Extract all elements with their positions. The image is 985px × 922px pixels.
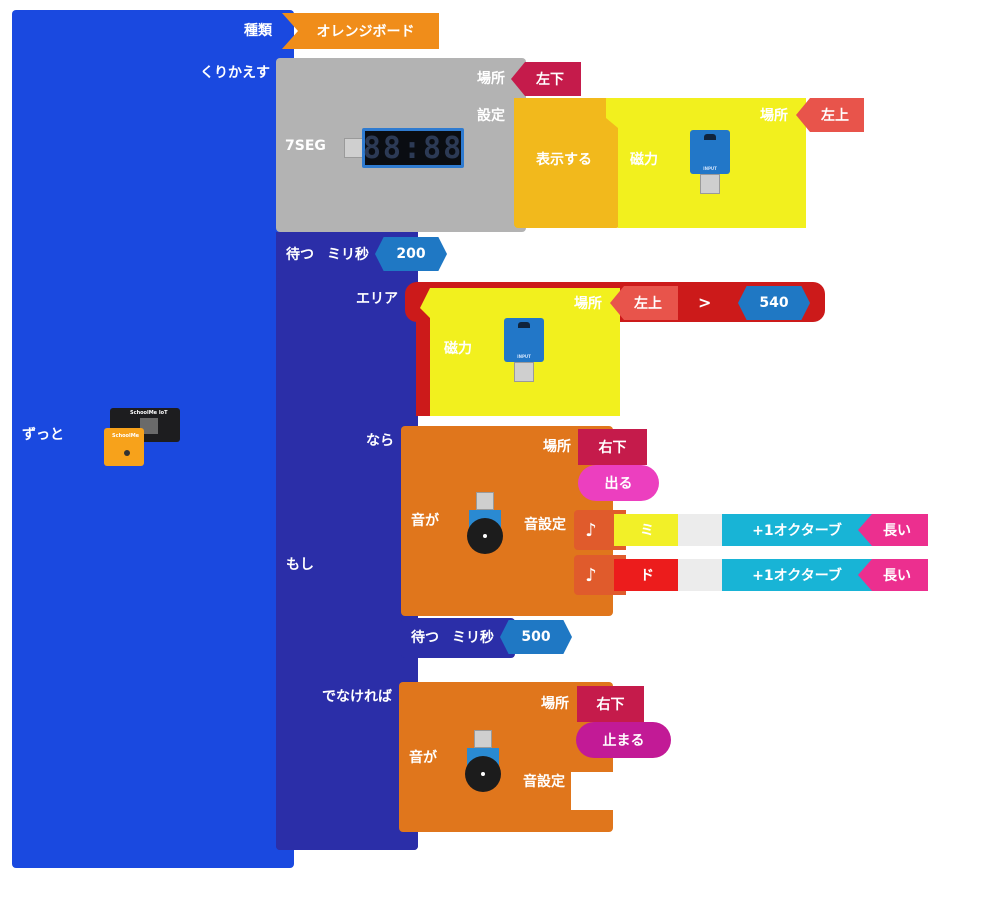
note-pitch-slot — [678, 514, 722, 546]
note-row-2[interactable]: ♪ ド +1オクターブ 長い — [572, 555, 928, 595]
seg-location-label: 場所 — [477, 71, 505, 87]
note-octave[interactable]: +1オクターブ — [722, 559, 872, 591]
note-pitch[interactable]: ミ — [614, 514, 680, 546]
sound-off-action[interactable]: 止まる — [576, 722, 671, 758]
then-label: なら — [366, 433, 394, 449]
magnet-location-value[interactable]: 左上 — [796, 98, 864, 132]
if-location-value[interactable]: 左上 — [610, 286, 678, 320]
sound-off-setting-label: 音設定 — [523, 774, 565, 790]
magnet-location-label: 場所 — [760, 108, 788, 124]
compare-operator[interactable]: > — [698, 293, 712, 312]
note-length[interactable]: 長い — [858, 514, 928, 546]
sound-on-setting-label: 音設定 — [524, 517, 566, 533]
board-image: SchoolMe IoT SchoolMe — [104, 408, 180, 466]
board-orange: SchoolMe — [104, 428, 144, 466]
wait2-block[interactable] — [401, 618, 515, 658]
forever-notch — [276, 0, 294, 10]
note-row-1[interactable]: ♪ ミ +1オクターブ 長い — [572, 510, 928, 550]
area-label: エリア — [356, 291, 398, 307]
sound-on-action[interactable]: 出る — [578, 465, 659, 501]
board-logo-top: SchoolMe IoT — [130, 410, 168, 416]
else-label: でなければ — [322, 689, 392, 705]
seg-name: 7SEG — [285, 138, 326, 154]
seg-plug — [344, 138, 364, 158]
note-pitch[interactable]: ド — [614, 559, 680, 591]
sound-on-location-value[interactable]: 右下 — [578, 429, 647, 465]
wait2-unit: ミリ秒 — [452, 630, 494, 646]
note-octave[interactable]: +1オクターブ — [722, 514, 872, 546]
forever-label: ずっと — [22, 427, 64, 443]
sound-off-label: 音が — [409, 750, 437, 766]
wait1-block[interactable] — [276, 236, 390, 274]
board-logo-bottom: SchoolMe — [112, 433, 140, 439]
if-label: もし — [286, 557, 314, 573]
sound-off-location-label: 場所 — [541, 696, 569, 712]
threshold-value[interactable]: 540 — [738, 286, 810, 320]
wait1-label: 待つ — [286, 247, 314, 263]
seg-setting-label: 設定 — [477, 108, 505, 124]
wait2-value[interactable]: 500 — [500, 620, 572, 654]
magnet-label: 磁力 — [630, 152, 658, 168]
seg-display: 88:88 — [362, 128, 464, 168]
show-label: 表示する — [536, 152, 592, 168]
board-type-label: 種類 — [244, 23, 272, 39]
board-type-select[interactable]: オレンジボード — [282, 13, 439, 49]
if-location-label: 場所 — [574, 296, 602, 312]
wait1-value[interactable]: 200 — [375, 237, 447, 271]
note-length[interactable]: 長い — [858, 559, 928, 591]
wait2-label: 待つ — [411, 630, 439, 646]
show-block[interactable] — [514, 98, 620, 228]
wait1-unit: ミリ秒 — [327, 247, 369, 263]
if-block[interactable] — [276, 278, 418, 850]
sound-on-label: 音が — [411, 513, 439, 529]
if-magnet-label: 磁力 — [444, 341, 472, 357]
sound-off-location-value[interactable]: 右下 — [577, 686, 644, 722]
seg-location-value[interactable]: 左下 — [511, 62, 581, 96]
note-pitch-slot — [678, 559, 722, 591]
sound-on-location-label: 場所 — [543, 439, 571, 455]
repeat-label: くりかえす — [200, 65, 270, 81]
sound-off-slot — [571, 772, 615, 810]
